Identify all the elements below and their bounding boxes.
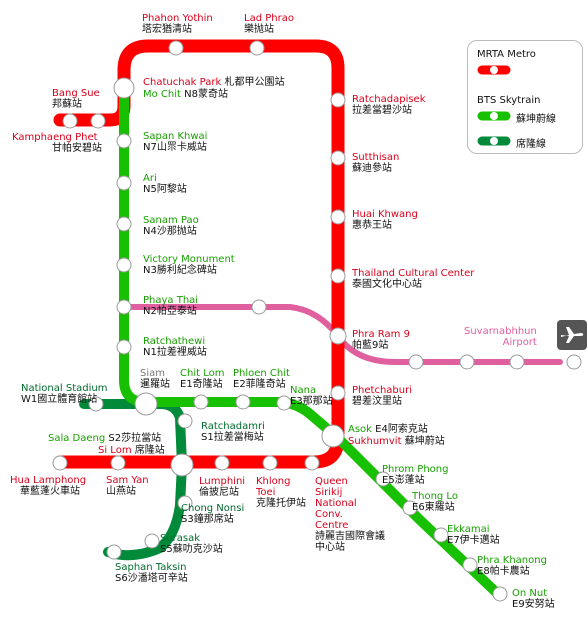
station-hua-lamphong[interactable] — [52, 455, 68, 471]
station-airport-link-4[interactable] — [509, 354, 525, 370]
station-saphan-khwai[interactable] — [116, 133, 132, 149]
station-on-nut[interactable] — [492, 586, 508, 602]
station-victory-monument[interactable] — [116, 257, 132, 273]
station-si-lom-interchange[interactable] — [170, 453, 194, 477]
legend-bts-label: BTS Skytrain — [477, 95, 541, 106]
station-sam-yan[interactable] — [110, 455, 126, 471]
station-phloen-chit[interactable] — [235, 394, 251, 410]
station-lumphini[interactable] — [214, 455, 230, 471]
station-phetchaburi[interactable] — [330, 385, 346, 401]
station-ratchadamri[interactable] — [177, 413, 193, 429]
station-khlong-toei[interactable] — [262, 455, 278, 471]
label-si-lom: Si Lom 席隆站 — [98, 445, 165, 456]
legend-silom-station — [490, 137, 498, 145]
station-kamphaeng-phet[interactable] — [62, 113, 78, 129]
station-bang-sue[interactable] — [90, 113, 106, 129]
legend-sukhumvit-label: 蘇坤蔚線 — [516, 114, 556, 125]
station-qsncc[interactable] — [304, 455, 320, 471]
station-airport-link[interactable] — [251, 299, 267, 315]
station-nana[interactable] — [276, 395, 292, 411]
legend: MRTA Metro BTS Skytrain 蘇坤蔚線 席隆線 — [467, 40, 583, 154]
station-surasak[interactable] — [144, 533, 160, 549]
station-sanam-pao[interactable] — [116, 216, 132, 232]
legend-sukhumvit-station — [490, 112, 498, 120]
station-huai-khwang[interactable] — [330, 209, 346, 225]
station-chong-nonsi[interactable] — [177, 495, 193, 511]
station-phahon-yothin[interactable] — [168, 40, 184, 56]
station-asok-interchange[interactable] — [321, 424, 345, 448]
station-airport-terminal[interactable] — [566, 354, 582, 370]
station-phra-ram-9[interactable] — [329, 327, 347, 345]
label-sala-daeng: Sala Daeng S2莎拉當站 — [48, 433, 162, 444]
station-phaya-thai[interactable] — [116, 299, 132, 315]
airplane-icon — [557, 320, 587, 350]
station-ari[interactable] — [116, 175, 132, 191]
station-saphan-taksin[interactable] — [106, 544, 122, 560]
station-national-stadium[interactable] — [88, 396, 104, 412]
station-airport-link-3[interactable] — [459, 354, 475, 370]
label-chatuchak-park: Chatuchak Park 札都甲公園站 — [143, 77, 285, 88]
station-siam-interchange[interactable] — [134, 392, 158, 416]
legend-silom-label: 席隆線 — [516, 139, 546, 150]
legend-mrta-station — [490, 66, 498, 74]
station-lad-phrao[interactable] — [249, 40, 265, 56]
station-thong-lo[interactable] — [402, 500, 418, 516]
station-sutthisan[interactable] — [330, 150, 346, 166]
label-sukhumvit: Sukhumvit 蘇坤蔚站 — [348, 436, 445, 447]
station-chit-lom[interactable] — [193, 394, 209, 410]
station-airport-link-2[interactable] — [408, 354, 424, 370]
station-ratchathewi[interactable] — [116, 339, 132, 355]
label-asok: Asok E4阿索克站 — [348, 424, 428, 435]
station-mo-chit-interchange[interactable] — [113, 77, 135, 99]
station-thailand-cultural-center[interactable] — [330, 268, 346, 284]
station-phra-khanong[interactable] — [462, 557, 478, 573]
label-mo-chit: Mo Chit N8蒙奇站 — [143, 89, 228, 100]
legend-mrta-label: MRTA Metro — [477, 49, 536, 60]
station-phrom-phong[interactable] — [375, 471, 391, 487]
station-ekkamai[interactable] — [433, 527, 449, 543]
station-ratchadapisek[interactable] — [330, 92, 346, 108]
